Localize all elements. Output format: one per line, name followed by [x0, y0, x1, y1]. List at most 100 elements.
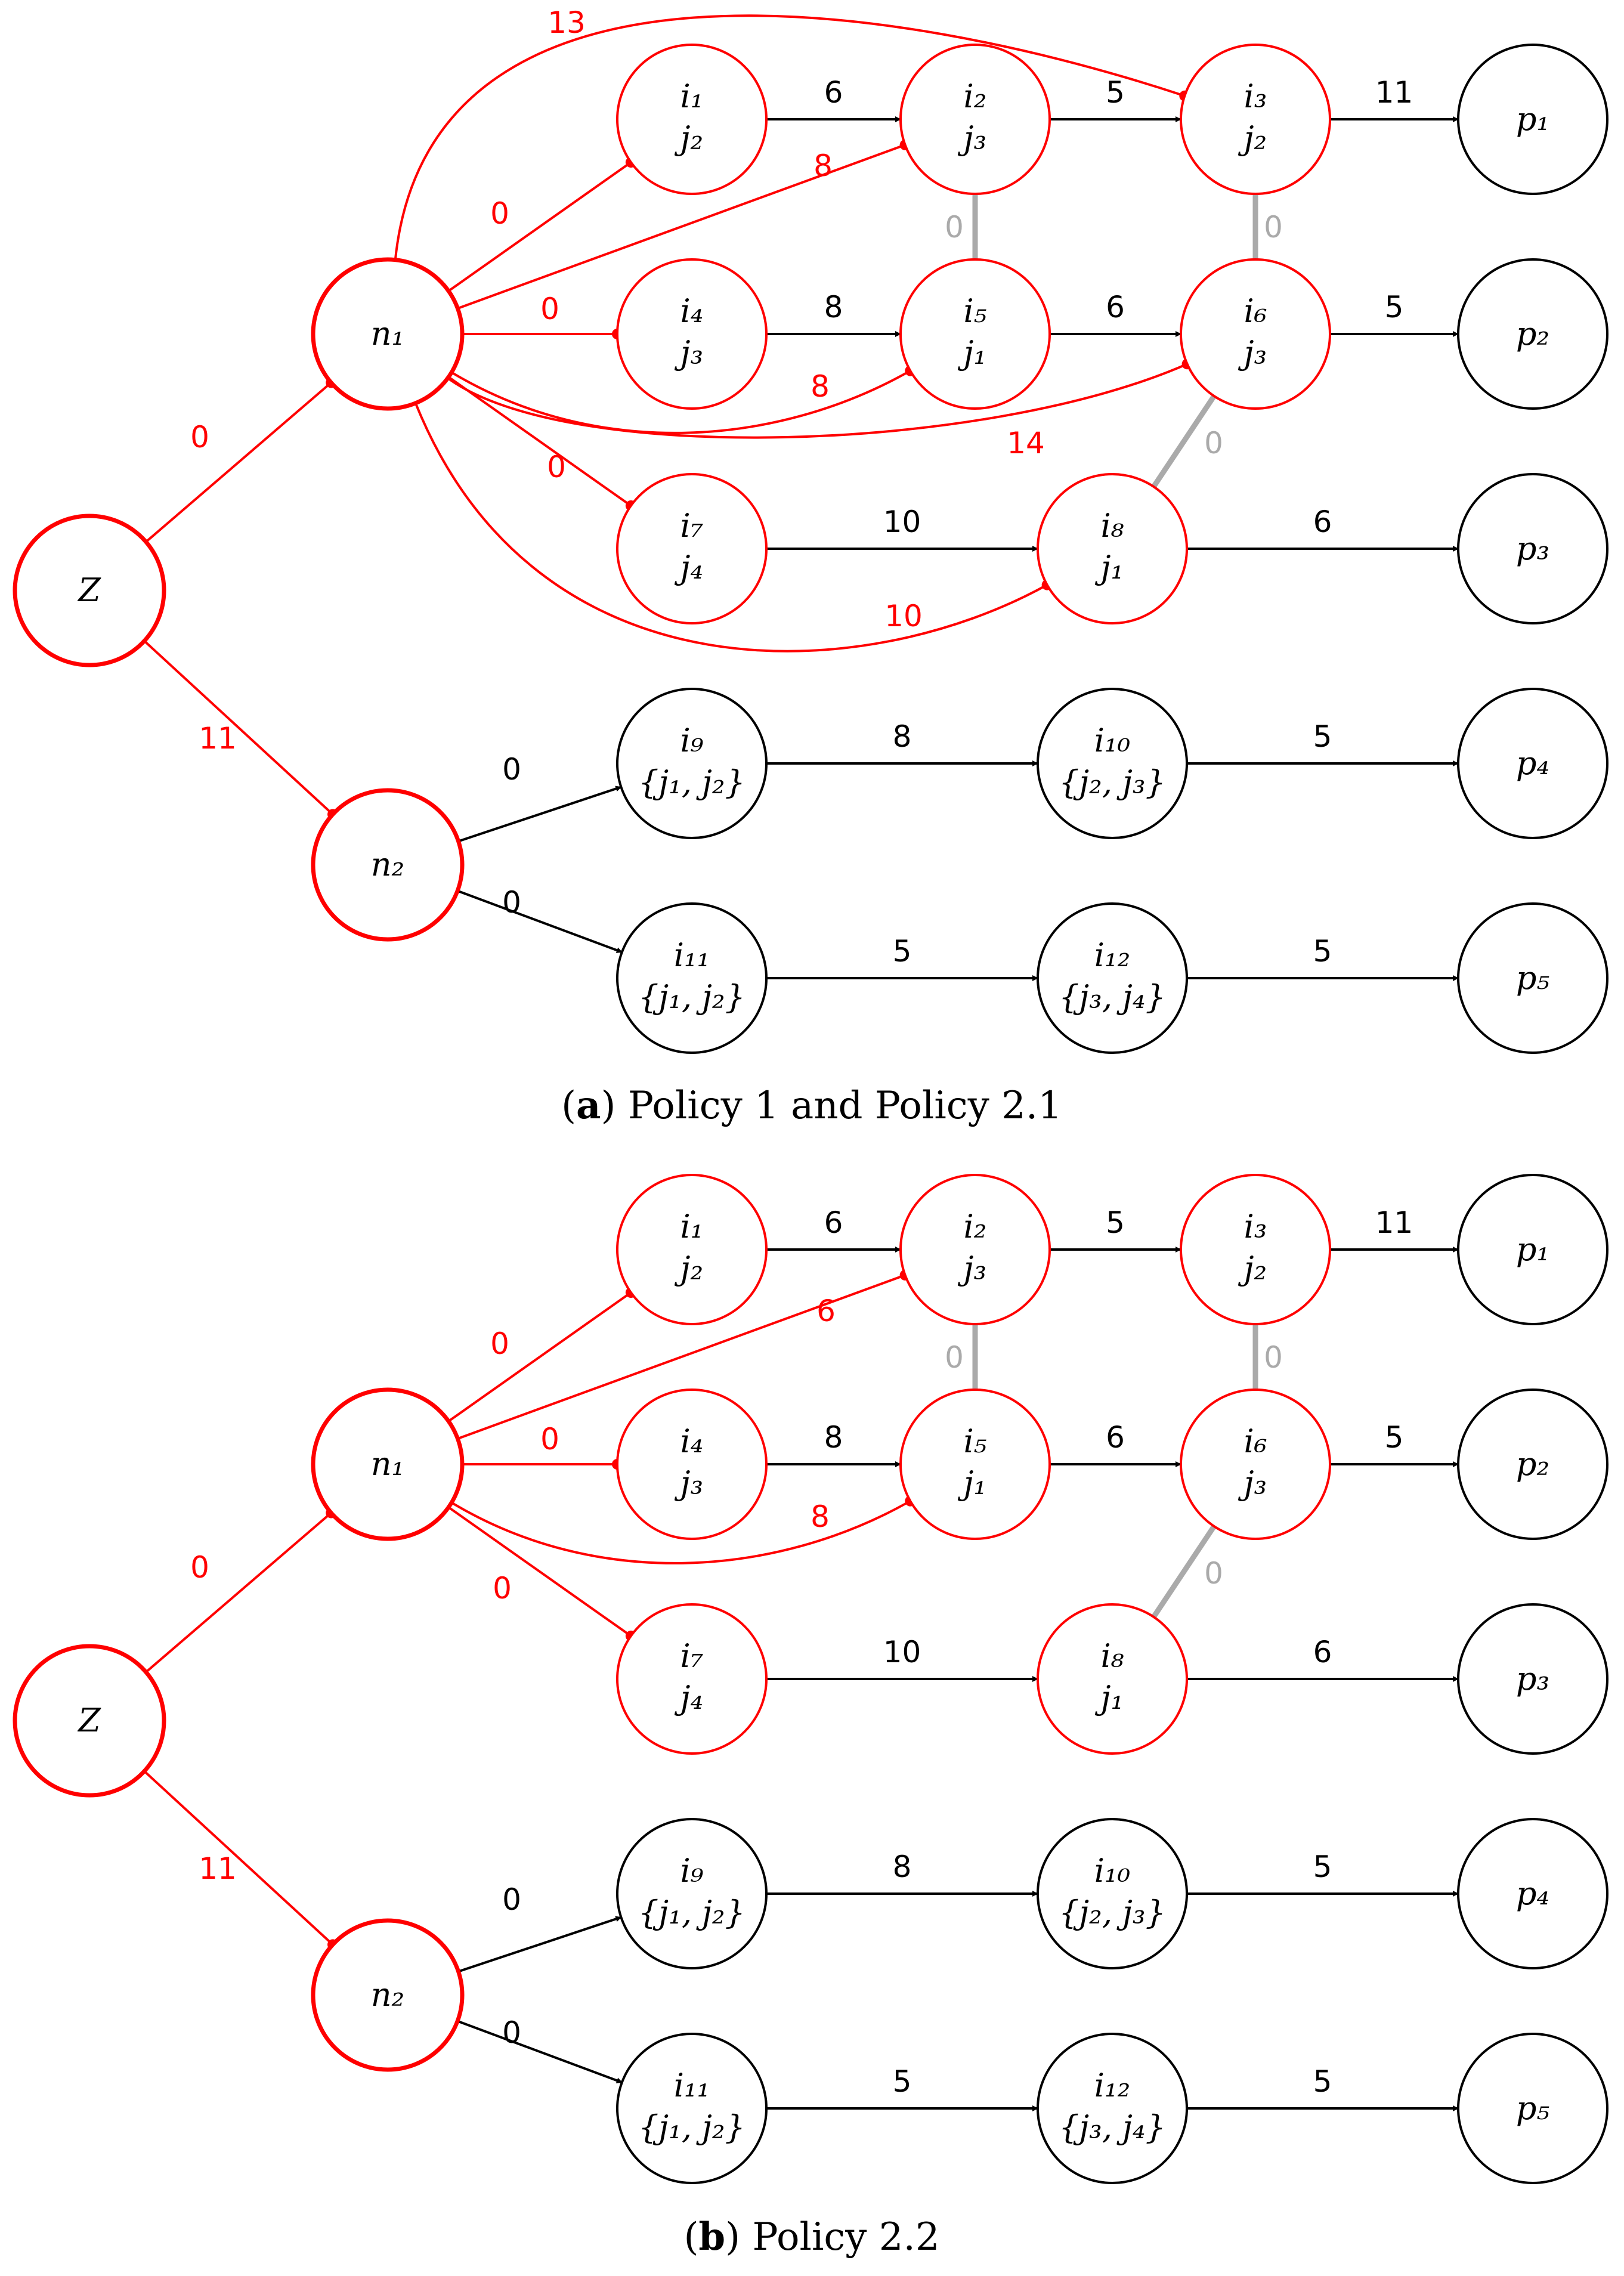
node-circle [1457, 688, 1608, 839]
node-p3: p₃ [1457, 1603, 1608, 1755]
node-circle [616, 2033, 768, 2184]
edge-label: 8 [824, 290, 843, 324]
node-label: i₇ [680, 1637, 704, 1675]
edge-i2-i3: 5 [1050, 1205, 1181, 1253]
node-label: p₄ [1516, 744, 1549, 782]
edge-label: 11 [199, 1851, 237, 1886]
edge-i3-p1: 11 [1330, 75, 1459, 122]
node-label: {j₂, j₃} [1059, 1894, 1166, 1931]
edge-n1-i7: 0 [447, 1506, 636, 1641]
node-circle [616, 902, 768, 1054]
node-p2: p₂ [1457, 1389, 1608, 1540]
node-circle [616, 688, 768, 839]
node-circle [311, 1387, 465, 1541]
node-i12: i₁₂{j₃, j₄} [1037, 2033, 1188, 2184]
node-i12: i₁₂{j₃, j₄} [1037, 902, 1188, 1054]
edge-label: 5 [1313, 934, 1332, 969]
edge-i6-i8: 0 [1151, 1524, 1223, 1619]
node-label: i₁ [680, 78, 704, 115]
node-label: i₈ [1101, 507, 1124, 545]
edge-i10-p4: 5 [1187, 1850, 1459, 1897]
edge-line [143, 1770, 334, 1946]
edge-label: 10 [883, 505, 921, 539]
edge-label: 0 [540, 292, 559, 326]
node-label: i₅ [964, 1422, 987, 1460]
node-label: p₅ [1516, 959, 1549, 997]
node-i9: i₉{j₁, j₂} [616, 688, 768, 839]
edge-line [447, 363, 1188, 439]
edge-line [145, 381, 332, 543]
edge-i1-i2: 6 [766, 75, 901, 122]
edge-line [447, 161, 632, 292]
edge-line [143, 640, 334, 815]
node-circle [616, 44, 768, 195]
node-label: i₈ [1101, 1637, 1124, 1675]
edge-n2-i9: 0 [457, 1882, 622, 1973]
node-label: p₄ [1516, 1875, 1549, 1912]
node-Z: Z [13, 1644, 166, 1798]
node-circle [1457, 473, 1608, 624]
edge-label: 11 [1375, 1205, 1413, 1240]
edge-i7-i8: 10 [766, 1635, 1038, 1682]
node-label: i₅ [964, 292, 987, 330]
node-circle [899, 1174, 1051, 1325]
node-label: i₆ [1244, 1422, 1267, 1460]
edge-i8-p3: 6 [1187, 1635, 1459, 1682]
edge-label: 0 [502, 752, 521, 787]
node-p1: p₁ [1457, 44, 1608, 195]
node-label: n₁ [371, 315, 404, 352]
edge-label: 6 [1106, 290, 1125, 324]
node-circle [1180, 258, 1331, 410]
edge-line [457, 1274, 906, 1440]
node-circle [616, 1174, 768, 1325]
panel-b-nodes: Zn₁n₂i₁j₂i₂j₃i₃j₂i₄j₃i₅j₁i₆j₃i₇j₄i₈j₁i₉{… [13, 1174, 1608, 2184]
edge-line [457, 786, 622, 843]
edge-i4-i5: 8 [766, 290, 901, 337]
panel-b-caption-letter: b [698, 2215, 725, 2259]
edge-line [457, 144, 906, 310]
edge-label: 0 [945, 210, 964, 245]
node-label: p₁ [1516, 100, 1549, 138]
node-label: p₅ [1516, 2089, 1549, 2127]
edge-n1-i3: 13 [394, 5, 1190, 260]
panel-a-caption: (a) Policy 1 and Policy 2.1 [561, 1083, 1062, 1128]
edge-i6-i8: 0 [1151, 394, 1223, 488]
node-circle [311, 788, 465, 942]
edge-label: 5 [1313, 719, 1332, 754]
edge-n2-i11: 0 [457, 885, 623, 954]
node-circle [899, 1389, 1051, 1540]
edge-label: 5 [1385, 1420, 1404, 1455]
node-circle [13, 1644, 166, 1798]
node-label: Z [77, 571, 101, 609]
edge-line [447, 376, 632, 507]
panel-a-nodes: Zn₁n₂i₁j₂i₂j₃i₃j₂i₄j₃i₅j₁i₆j₃i₇j₄i₈j₁i₉{… [13, 44, 1608, 1054]
edge-label: 8 [893, 1850, 912, 1884]
node-label: i₄ [680, 1422, 704, 1460]
node-circle [1037, 473, 1188, 624]
edge-i9-i10: 8 [766, 719, 1038, 766]
node-label: i₇ [680, 507, 704, 545]
edge-label: 6 [1106, 1420, 1125, 1455]
node-label: p₁ [1516, 1230, 1549, 1268]
edge-i3-i6: 0 [1252, 194, 1283, 261]
edge-label: 5 [1313, 2064, 1332, 2099]
edge-n1-i1: 0 [447, 157, 636, 292]
node-label: i₉ [680, 722, 704, 759]
edge-i3-p1: 11 [1330, 1205, 1459, 1253]
node-label: {j₃, j₄} [1059, 978, 1166, 1016]
node-circle [1180, 1389, 1331, 1540]
edge-label: 8 [811, 369, 830, 404]
edge-line [394, 14, 1185, 260]
node-circle [616, 1603, 768, 1755]
